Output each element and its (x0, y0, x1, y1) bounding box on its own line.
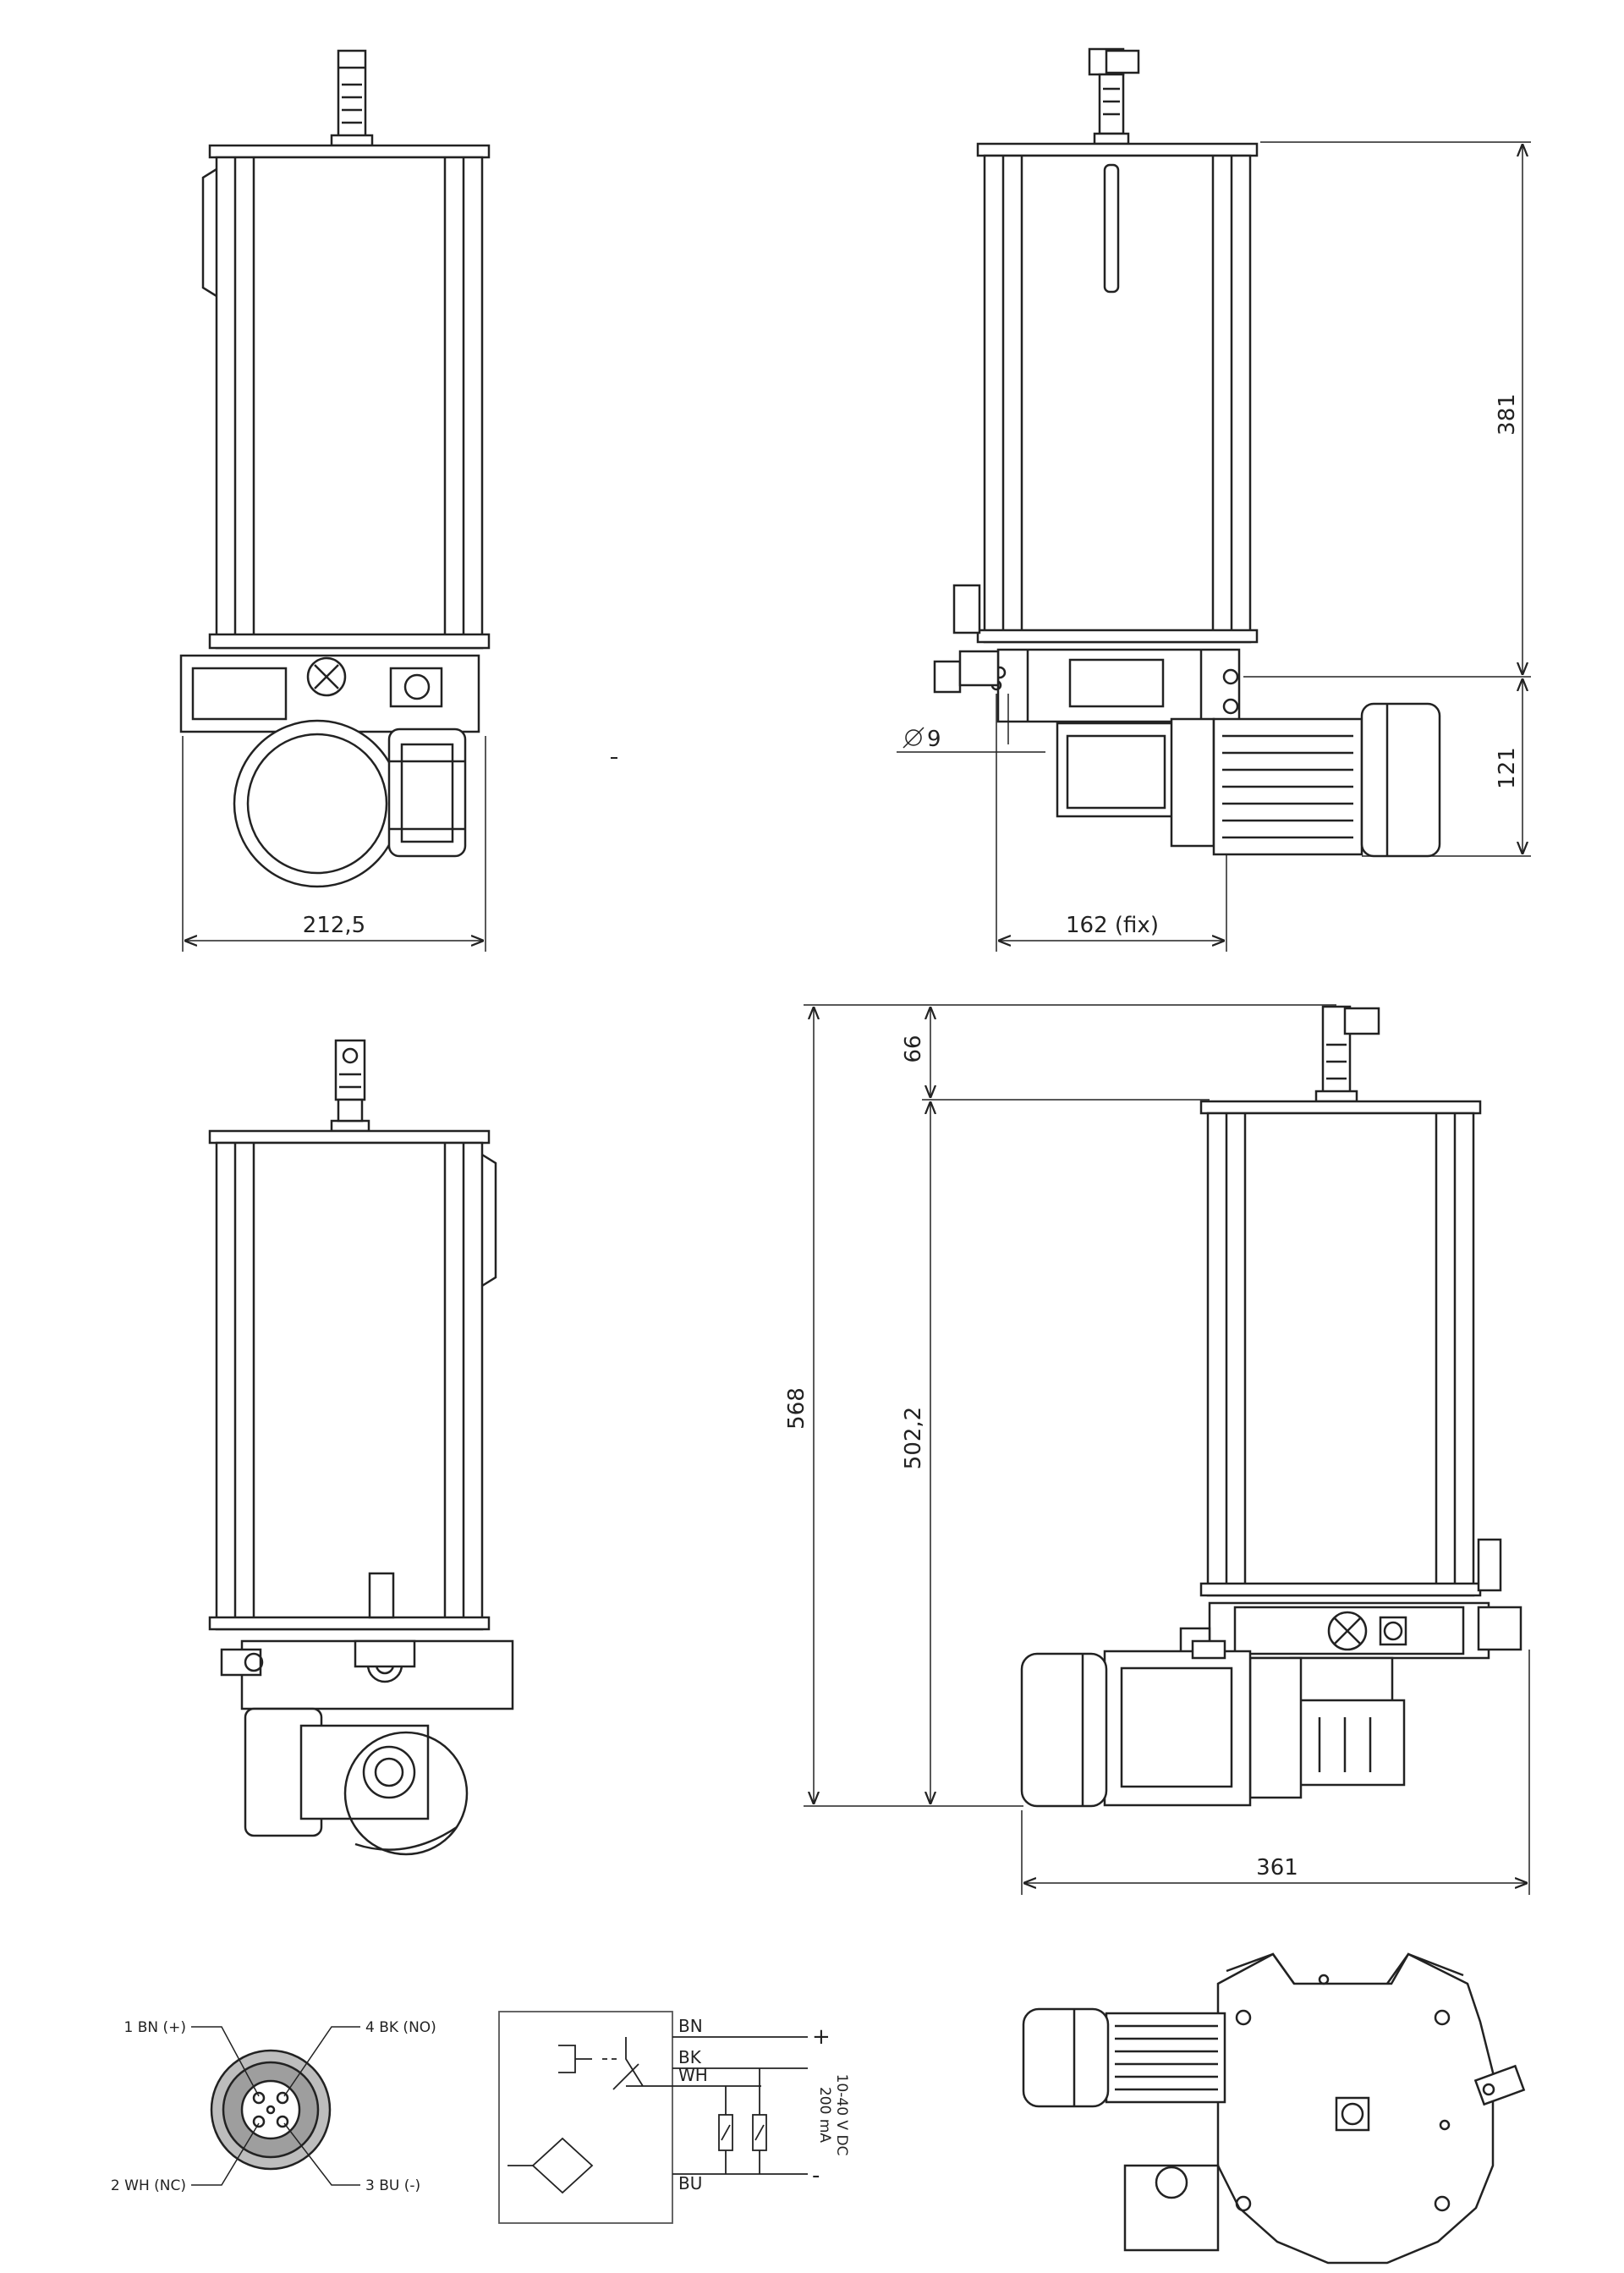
dimension-width-side: 212,5 (303, 913, 365, 938)
dimension-mount-fix: 162 (fix) (1066, 913, 1159, 938)
pin-label-1: 1 BN (+) (123, 2019, 186, 2036)
pin-label-3: 3 BU (-) (365, 2177, 420, 2194)
wire-label-bu: BU (678, 2173, 702, 2193)
side-view-right (208, 1039, 514, 1856)
supply-plus: + (812, 2024, 831, 2050)
rear-view: 568 66 502,2 361 (784, 1004, 1530, 1895)
wire-label-wh: WH (678, 2065, 708, 2085)
dimension-base-height: 121 (1495, 747, 1520, 789)
dimension-connector-height: 66 (901, 1035, 926, 1062)
wire-label-bk: BK (678, 2047, 702, 2067)
supply-current-label: 200 mA (816, 2087, 833, 2143)
supply-minus: - (812, 2163, 820, 2188)
pin-label-4: 4 BK (NO) (365, 2019, 436, 2036)
dimension-reservoir-height: 381 (1495, 393, 1520, 436)
supply-voltage-label: 10-40 V DC (833, 2074, 850, 2156)
dimension-hole-diameter: 9 (927, 727, 941, 752)
connector-pinout: 1 BN (+) 4 BK (NO) 2 WH (NC) 3 BU (-) (111, 2019, 436, 2194)
front-view: 381 121 9 162 (fix) (897, 47, 1531, 952)
dimension-body-height: 502,2 (901, 1407, 926, 1469)
switch-schematic: BN BK WH BU + - 10-40 V DC 200 mA (498, 2011, 850, 2224)
dimension-total-width: 361 (1256, 1855, 1298, 1880)
top-view (1022, 1952, 1526, 2265)
dimension-total-height: 568 (784, 1387, 809, 1430)
wire-label-bn: BN (678, 2016, 703, 2036)
side-view-left: 212,5 (179, 49, 491, 952)
pin-label-2: 2 WH (NC) (111, 2177, 186, 2194)
